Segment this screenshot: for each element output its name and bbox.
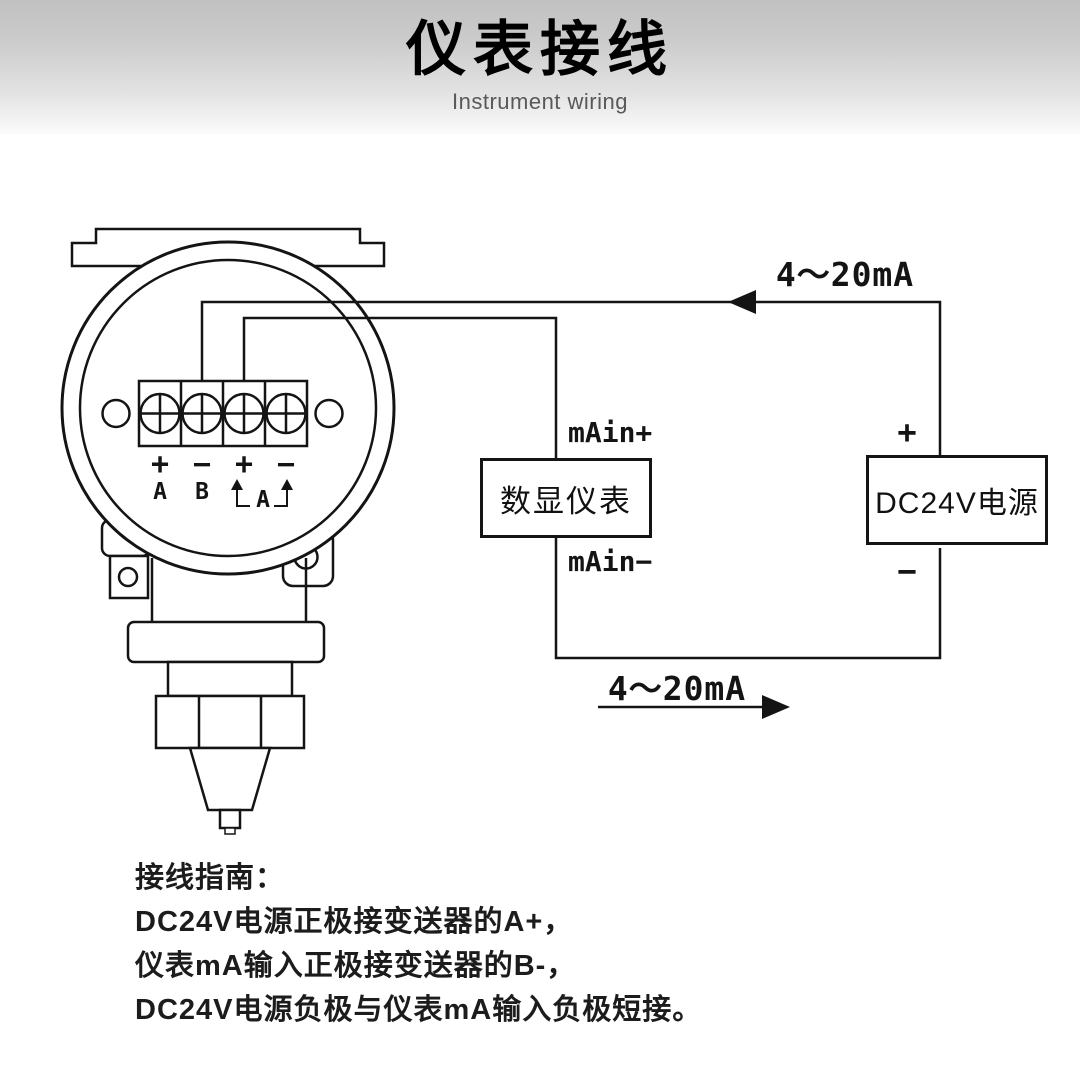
wiring-guide: 接线指南： DC24V电源正极接变送器的A+， 仪表mA输入正极接变送器的B-，… [135,856,702,1032]
wire-to-meter-input [242,316,558,458]
mount-hole-right [314,398,344,429]
header-banner: 仪表接线 Instrument wiring [0,0,1080,134]
terminal-name-a: A [153,479,167,505]
guide-line: DC24V电源正极接变送器的A+， [135,906,574,938]
neck-collar [166,660,294,698]
meter-input-plus-label: mAin+ [568,416,653,449]
mount-hole-left [101,398,131,429]
sensor-nub [224,827,236,835]
current-arrow-left-icon [728,290,756,314]
terminal-name-b: B [195,479,209,505]
wire-return [554,536,942,660]
flange [126,620,326,664]
dc24v-power-box: DC24V电源 [866,455,1048,545]
housing-inner-ring [78,258,378,558]
bracket-arrow-up-icon [281,479,293,490]
terminal-sign-4: − [276,447,296,482]
bracket-arrow-up-icon [231,479,243,490]
terminal-screws [139,392,307,435]
wiring-guide-title: 接线指南： [135,862,286,894]
meter-input-minus-label: mAin− [568,545,653,578]
dc24v-power-label: DC24V电源 [875,487,1039,520]
terminal-sign-3: + [234,447,254,482]
current-arrow-right-icon [762,695,790,719]
terminal-sign-1: + [150,447,170,482]
display-meter-box: 数显仪表 [480,458,652,538]
page-subtitle: Instrument wiring [451,88,628,114]
power-plus-label: + [897,413,917,451]
process-thread [188,746,272,812]
terminal-sign-2: − [192,447,212,482]
current-label-top: 4～20mA [775,255,915,294]
power-minus-label: − [897,552,917,590]
transmitter-drawing [60,227,396,835]
hex-nut [154,694,306,750]
loop-wiring [200,290,942,719]
terminal-group-bracket [236,487,288,507]
display-meter-label: 数显仪表 [500,483,632,519]
guide-line: DC24V电源负极与仪表mA输入负极短接。 [135,994,703,1026]
guide-line: 仪表mA输入正极接变送器的B-， [135,950,577,982]
page-title: 仪表接线 [406,15,674,83]
wire-to-power-plus [200,300,942,456]
current-label-bottom: 4～20mA [607,669,747,708]
sensor-tip [218,808,242,830]
mount-bracket-hole [117,566,139,588]
terminal-bracket-label: A [256,487,270,513]
